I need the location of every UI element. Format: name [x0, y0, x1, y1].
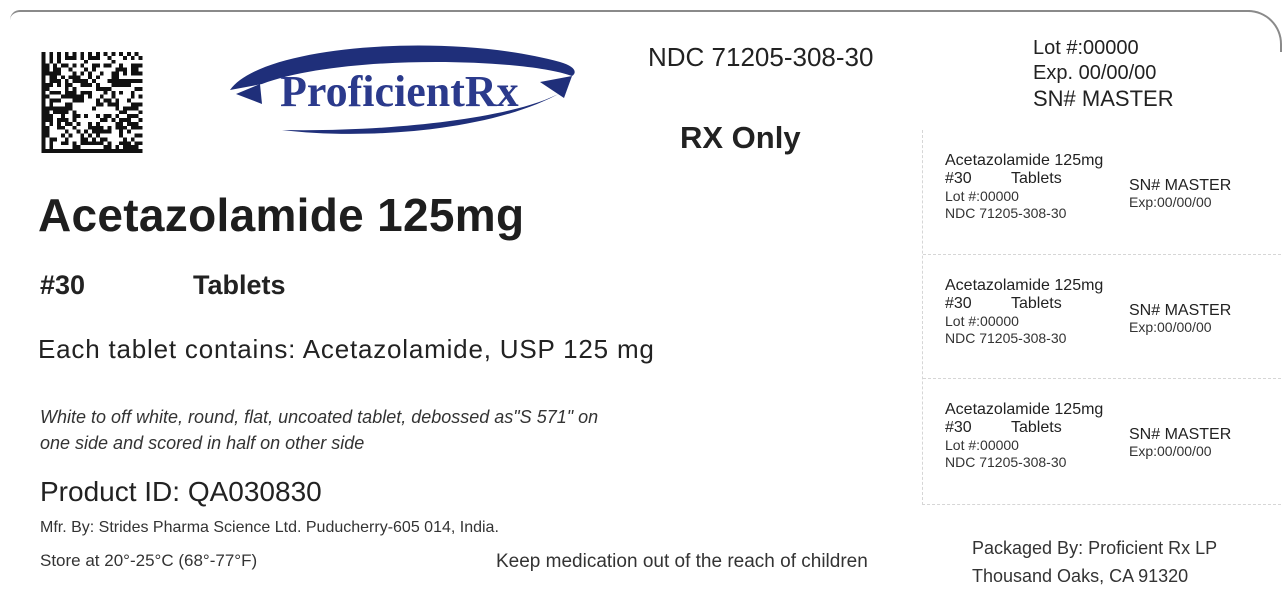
- prescription-label: ProficientRx NDC 71205-308-30 RX Only Lo…: [10, 10, 1282, 586]
- sticker-count: #30: [945, 419, 972, 436]
- tablet-description-line-1: White to off white, round, flat, uncoate…: [40, 407, 599, 427]
- sticker-exp: Exp:00/00/00: [1129, 319, 1212, 335]
- sticker-lot: Lot #:00000: [945, 313, 1019, 329]
- sticker-ndc: NDC 71205-308-30: [945, 330, 1067, 346]
- sticker-ndc: NDC 71205-308-30: [945, 454, 1067, 470]
- logo-text: ProficientRx: [280, 67, 519, 116]
- child-warning: Keep medication out of the reach of chil…: [496, 551, 868, 572]
- drug-name: Acetazolamide 125mg: [38, 189, 525, 241]
- manufacturer: Mfr. By: Strides Pharma Science Ltd. Pud…: [40, 519, 499, 536]
- rx-only-label: RX Only: [680, 120, 801, 155]
- sticker-2[interactable]: Acetazolamide 125mg #30 Tablets Lot #:00…: [923, 254, 1281, 379]
- dosage-form: Tablets: [193, 270, 286, 300]
- sticker-count: #30: [945, 295, 972, 312]
- sticker-3[interactable]: Acetazolamide 125mg #30 Tablets Lot #:00…: [923, 378, 1281, 503]
- sticker-sn: SN# MASTER: [1129, 177, 1232, 194]
- sticker-ndc: NDC 71205-308-30: [945, 205, 1067, 221]
- sticker-lot: Lot #:00000: [945, 188, 1019, 204]
- sticker-drug-name: Acetazolamide 125mg: [945, 152, 1104, 169]
- packager-info: Packaged By: Proficient Rx LP Thousand O…: [972, 534, 1217, 590]
- sticker-sn: SN# MASTER: [1129, 302, 1232, 319]
- expiration-date: Exp. 00/00/00: [1033, 62, 1157, 84]
- packager-name: Packaged By: Proficient Rx LP: [972, 538, 1218, 558]
- sticker-drug-name: Acetazolamide 125mg: [945, 401, 1104, 418]
- sticker-sn: SN# MASTER: [1129, 426, 1232, 443]
- ndc-number: NDC 71205-308-30: [648, 42, 874, 72]
- datamatrix-barcode-icon: [41, 52, 143, 153]
- ingredient-statement: Each tablet contains: Acetazolamide, USP…: [38, 334, 655, 364]
- product-id: Product ID: QA030830: [40, 476, 322, 507]
- proficientrx-logo: ProficientRx: [230, 45, 575, 134]
- tablet-count: #30: [40, 270, 86, 300]
- lot-number: Lot #:00000: [1033, 37, 1139, 59]
- sticker-form: Tablets: [1011, 419, 1062, 436]
- sticker-form: Tablets: [1011, 295, 1062, 312]
- serial-number: SN# MASTER: [1033, 86, 1174, 111]
- storage-instructions: Store at 20°-25°C (68°-77°F): [40, 551, 258, 570]
- sticker-drug-name: Acetazolamide 125mg: [945, 277, 1104, 294]
- sticker-1[interactable]: Acetazolamide 125mg #30 Tablets Lot #:00…: [923, 130, 1281, 254]
- tablet-description-line-2: one side and scored in half on other sid…: [40, 433, 365, 453]
- label-corner: [1220, 10, 1282, 52]
- sticker-lot: Lot #:00000: [945, 437, 1019, 453]
- sticker-count: #30: [945, 170, 972, 187]
- peel-off-stickers: Acetazolamide 125mg #30 Tablets Lot #:00…: [922, 130, 1281, 505]
- sticker-form: Tablets: [1011, 170, 1062, 187]
- sticker-exp: Exp:00/00/00: [1129, 443, 1212, 459]
- sticker-exp: Exp:00/00/00: [1129, 194, 1212, 210]
- lot-block: Lot #:00000 Exp. 00/00/00 SN# MASTER: [1033, 36, 1174, 111]
- packager-address: Thousand Oaks, CA 91320: [972, 566, 1189, 586]
- label-edge: [10, 10, 1250, 20]
- tablet-description: White to off white, round, flat, uncoate…: [40, 404, 598, 456]
